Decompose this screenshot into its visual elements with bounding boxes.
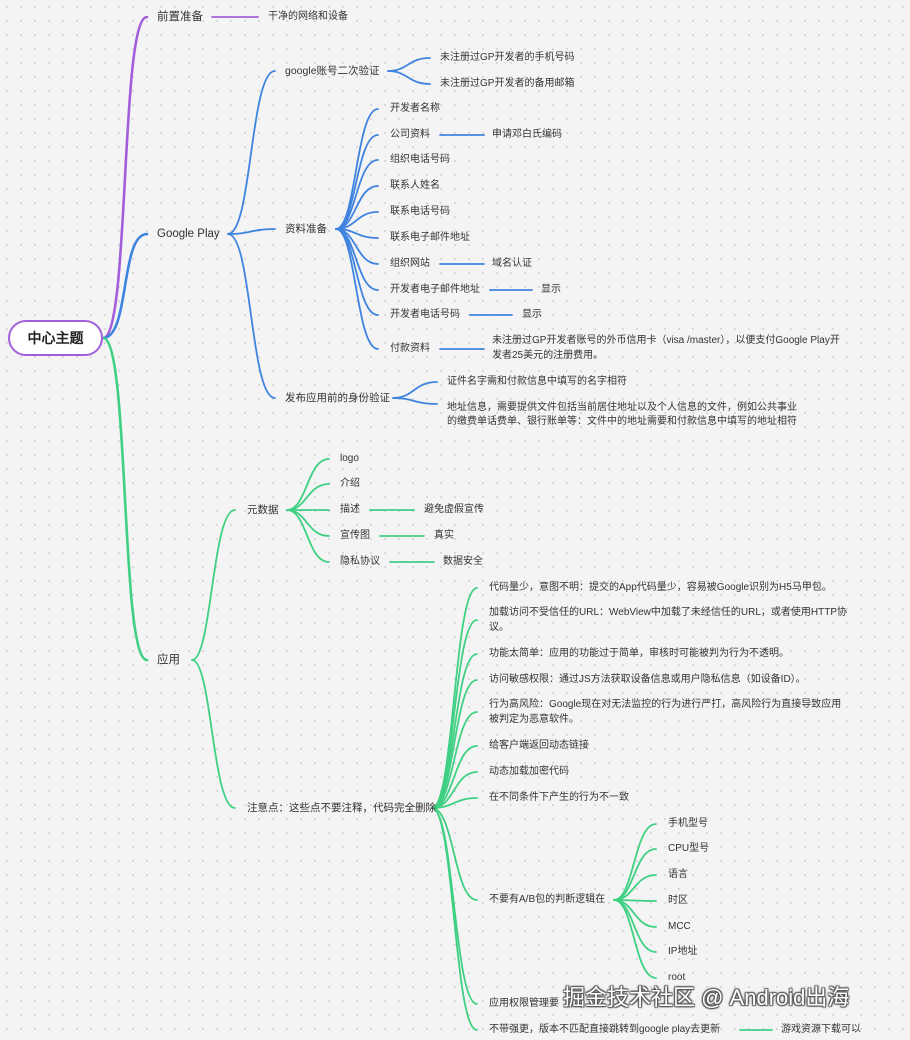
connector [335,228,379,350]
list-item-note: 游戏资源下载可以 [781,1024,861,1035]
node-materials: 资料准备 [285,223,327,235]
central-topic-label: 中心主题 [27,330,84,346]
connector [227,228,276,235]
list-item: 访问敏感权限：通过JS方法获取设备信息或用户隐私信息（如设备ID）。 [489,674,806,685]
sub-list-item: CPU型号 [668,843,710,854]
connector [431,807,478,1031]
list-item-note: 数据安全 [443,556,483,567]
list-item: 在不同条件下产生的行为不一致 [489,792,629,803]
list-item: 的缴费单话费单、银行账单等：文件中的地址需要和付款信息中填写的地址相符 [447,416,797,427]
list-item: 代码量少，意图不明：提交的App代码量少，容易被Google识别为H5马甲包。 [489,582,832,593]
node-two-step-verification: google账号二次验证 [285,65,380,77]
list-item: 联系电话号码 [390,206,450,217]
connector [286,509,330,537]
list-item: 证件名字需和付款信息中填写的名字相符 [447,376,627,387]
connector [101,232,149,340]
list-item: logo [340,453,359,464]
connector [431,711,478,809]
sub-list-item: root [668,972,686,983]
connector [227,233,276,399]
list-item: 地址信息，需要提供文件包括当前居住地址以及个人信息的文件，例如公共事业 [447,402,797,413]
node-identity-verification: 发布应用前的身份验证 [285,392,390,404]
branch-app-label: 应用 [157,654,180,666]
sub-list-item: IP地址 [668,946,698,957]
list-item: 不要有A/B包的判断逻辑在 [489,894,606,905]
connector [101,336,149,662]
connector [286,509,330,563]
list-item: 被判定为恶意软件。 [489,714,579,725]
node-cautions: 注意点：这些点不要注释，代码完全删除 [247,802,436,814]
node-clean-network: 干净的网络和设备 [268,11,348,22]
connector [387,70,431,85]
list-item: 描述 [340,504,360,515]
watermark: 掘金技术社区 @ Android出海 [563,985,850,1010]
list-item: 联系人姓名 [390,180,440,191]
connector [392,381,438,399]
list-item: 公司资料 [390,129,430,140]
central-topic-node: 中心主题 [8,320,103,356]
connector [191,659,236,809]
branch-prep-label: 前置准备 [157,11,203,23]
list-item: 开发者名称 [390,103,440,114]
connector [431,807,478,1005]
connector [431,745,478,809]
node-metadata: 元数据 [247,504,279,516]
connector [335,134,379,230]
connector [431,797,478,809]
list-item: 未注册过GP开发者的备用邮箱 [440,78,575,89]
connector [335,108,379,230]
list-item: 联系电子邮件地址 [390,232,470,243]
list-item: 开发者电话号码 [390,309,460,320]
list-item-note: 申请邓白氏编码 [492,129,562,140]
list-item: 组织电话号码 [390,154,450,165]
list-item-note: 未注册过GP开发者账号的外币信用卡（visa /master），以便支付Goog… [492,335,840,346]
sub-list-item: 时区 [668,895,688,906]
connector [286,483,330,511]
list-item: 给客户端返回动态链接 [489,740,589,751]
list-item: 不带强更，版本不匹配直接跳转到google play去更新 [489,1024,721,1035]
list-item: 付款资料 [390,343,430,354]
list-item-note: 发者25美元的注册费用。 [492,350,604,361]
list-item: 行为高风险：Google现在对无法监控的行为进行严打，高风险行为直接导致应用 [489,699,842,710]
connector [335,228,379,316]
list-item: 加载访问不受信任的URL：WebView中加载了未经信任的URL，或者使用HTT… [489,607,847,618]
connector [191,509,236,661]
list-item-note: 显示 [522,309,542,320]
list-item-note: 真实 [434,530,454,541]
list-item-note: 域名认证 [492,258,532,269]
list-item: 议。 [489,622,509,633]
list-item: 宣传图 [340,530,370,541]
list-item: 隐私协议 [340,556,380,567]
list-item-note: 显示 [541,284,561,295]
connector [613,823,657,901]
connector [613,899,657,979]
sub-list-item: 语言 [668,869,688,880]
list-item: 功能太简单：应用的功能过于简单，审核时可能被判为行为不透明。 [489,648,789,659]
sub-list-item: 手机型号 [668,818,708,829]
connector [387,57,431,72]
connector [431,653,478,809]
list-item: 应用权限管理要 [489,998,559,1009]
connector [335,159,379,230]
connector [101,15,149,340]
connector [227,70,276,235]
list-item: 开发者电子邮件地址 [390,284,480,295]
sub-list-item: MCC [668,921,691,932]
connector [431,807,478,901]
list-item: 动态加载加密代码 [489,766,569,777]
connector [431,679,478,809]
branch-google-play-label: Google Play [157,228,220,240]
list-item: 组织网站 [390,258,430,269]
list-item-note: 避免虚假宣传 [424,504,484,515]
connector [392,397,438,405]
list-item: 未注册过GP开发者的手机号码 [440,52,575,63]
list-item: 介绍 [340,478,360,489]
